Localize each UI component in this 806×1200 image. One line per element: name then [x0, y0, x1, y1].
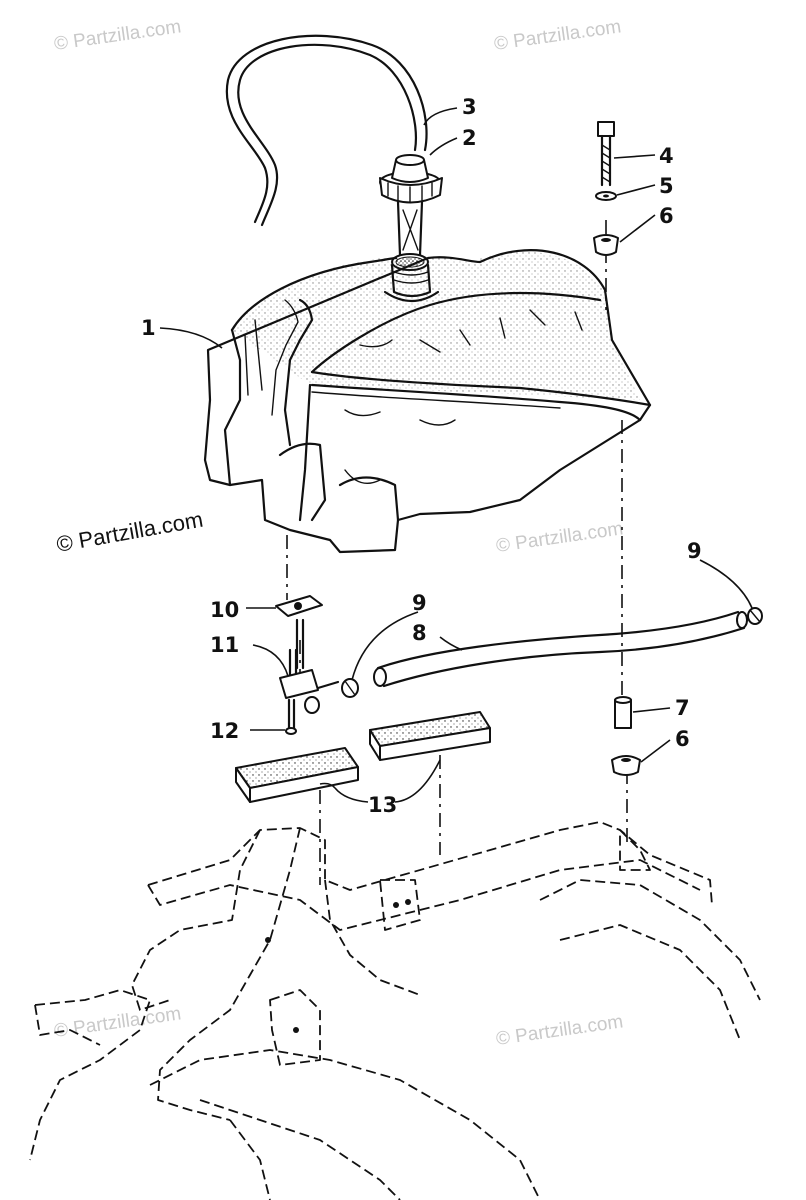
fuel-cap	[379, 154, 443, 204]
callout-7: 7	[675, 696, 690, 720]
screw	[285, 698, 297, 735]
spacer	[614, 696, 632, 729]
watermark-main: © Partzilla.com	[55, 507, 205, 557]
callout-11: 11	[210, 633, 239, 657]
fuel-hose	[373, 610, 748, 688]
watermark-bottom-right: © Partzilla.com	[495, 1011, 625, 1050]
callout-8: 8	[412, 621, 427, 645]
hose-clamp-right	[747, 607, 763, 625]
callout-13: 13	[368, 793, 397, 817]
callout-10: 10	[210, 598, 239, 622]
vent-hose	[225, 34, 428, 227]
callout-5: 5	[659, 174, 674, 198]
watermark-top-left: © Partzilla.com	[53, 16, 183, 55]
callout-4: 4	[659, 144, 674, 168]
grommet-bottom	[611, 755, 641, 776]
callout-labels: 1 2 3 4 5 6 6 7 8 9 9 10 11 12 13	[141, 95, 702, 817]
callout-9-right: 9	[687, 539, 702, 563]
gasket	[275, 595, 323, 617]
callout-9-left: 9	[412, 591, 427, 615]
callout-6-top: 6	[659, 204, 674, 228]
fuel-tank	[203, 249, 652, 554]
atv-frame	[29, 821, 761, 1200]
watermark-top-right: © Partzilla.com	[493, 16, 623, 55]
callout-3: 3	[462, 95, 477, 119]
grommet-top	[593, 234, 619, 256]
washer	[595, 191, 617, 201]
foam-pad-left	[235, 747, 359, 803]
callout-12: 12	[210, 719, 239, 743]
callout-1: 1	[141, 316, 156, 340]
watermark-mid-right: © Partzilla.com	[495, 518, 625, 557]
bolt	[597, 121, 615, 187]
watermark-bottom-left: © Partzilla.com	[53, 1003, 183, 1042]
leader-lines	[159, 107, 753, 803]
hose-clamp-left	[341, 678, 359, 698]
fuel-valve	[279, 618, 340, 714]
callout-6-bottom: 6	[675, 727, 690, 751]
foam-pad-right	[369, 711, 491, 761]
callout-2: 2	[462, 126, 477, 150]
